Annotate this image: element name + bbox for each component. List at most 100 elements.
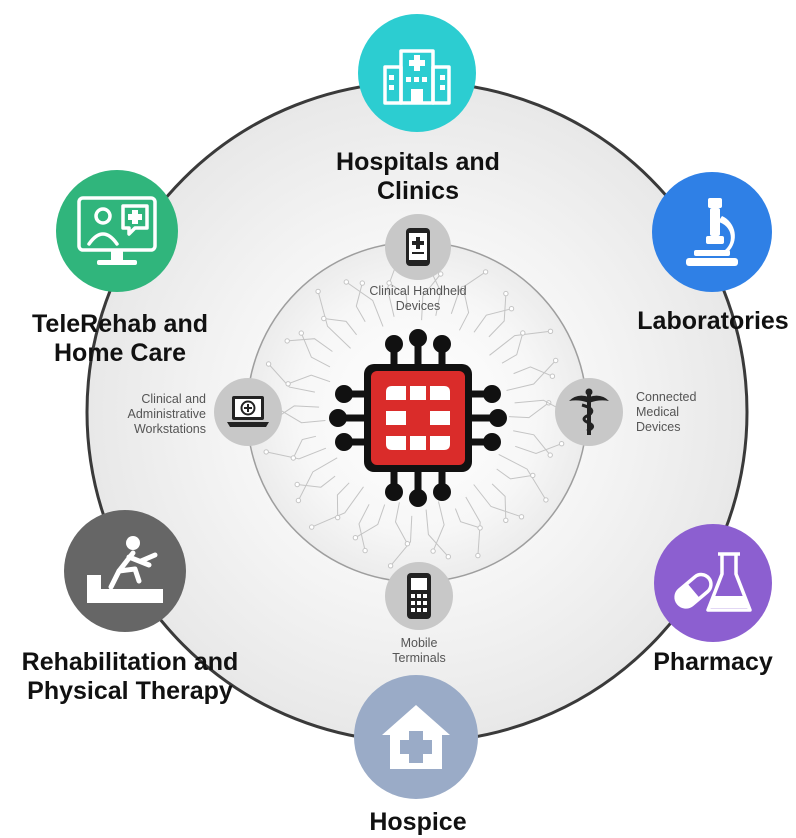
- workstation-node: [214, 378, 282, 446]
- pharmacy-label: Pharmacy: [653, 648, 773, 676]
- laboratories-node: [652, 172, 772, 292]
- circuit-pad: [547, 328, 554, 334]
- microscope-icon: [686, 198, 738, 266]
- circuit-trace: [297, 457, 338, 501]
- circuit-trace: [454, 508, 481, 529]
- circuit-pad: [549, 373, 556, 379]
- circuit-trace: [498, 453, 547, 501]
- circuit-pad: [284, 338, 290, 344]
- circuit-pad: [475, 552, 481, 559]
- handheld-node: [385, 214, 451, 280]
- circuit-pad: [386, 280, 392, 286]
- circuit-pad: [445, 554, 451, 560]
- circuit-trace: [323, 318, 357, 336]
- circuit-trace: [276, 407, 326, 424]
- circuit-trace: [458, 288, 470, 331]
- circuit-trace: [287, 374, 331, 385]
- circuit-pad: [520, 330, 526, 336]
- hospice-label: Hospice: [369, 808, 467, 836]
- circuit-pad: [438, 271, 444, 277]
- circuit-pad: [343, 279, 349, 285]
- circuit-trace: [465, 496, 481, 556]
- circuit-trace: [355, 504, 386, 539]
- circuit-trace: [506, 360, 557, 391]
- circuit-trace: [268, 363, 315, 393]
- laboratories-label: Laboratories: [637, 307, 789, 335]
- circuit-pad: [482, 269, 489, 275]
- circuit-trace: [473, 308, 512, 333]
- circuit-pad: [553, 357, 559, 364]
- circuit-pad: [285, 381, 291, 387]
- circuit-pad: [558, 441, 565, 447]
- pill-flask-icon: [674, 552, 752, 612]
- medical-devices-node: [555, 378, 623, 446]
- circuit-trace: [317, 291, 351, 349]
- circuit-trace: [513, 366, 553, 377]
- hospitals-node: [358, 14, 476, 132]
- circuit-pad: [530, 472, 536, 479]
- circuit-trace: [358, 504, 370, 551]
- caduceus-icon: [569, 388, 609, 435]
- circuit-trace: [508, 402, 549, 419]
- circuit-trace: [394, 502, 408, 544]
- circuit-trace: [297, 475, 336, 488]
- circuit-trace: [311, 486, 364, 528]
- circuit-trace: [336, 482, 350, 518]
- circuit-pad: [460, 285, 466, 292]
- circuit-pad: [295, 497, 302, 504]
- circuit-trace: [515, 443, 562, 455]
- circuit-trace: [355, 282, 366, 323]
- circuit-trace: [488, 293, 507, 338]
- circuit-pad: [294, 481, 300, 488]
- circuit-pad: [518, 514, 525, 520]
- circuit-pad: [263, 449, 269, 455]
- mobile-terminal-icon: [407, 573, 431, 619]
- circuit-trace: [390, 515, 413, 567]
- circuit-pad: [503, 517, 509, 523]
- circuit-trace: [432, 501, 445, 552]
- physical-therapy-icon: [87, 536, 163, 603]
- circuit-pad: [477, 525, 483, 531]
- house-cross-icon: [382, 705, 450, 769]
- circuit-trace: [450, 271, 486, 314]
- fortinet-chip-icon: [329, 329, 507, 507]
- circuit-pad: [265, 361, 272, 367]
- circuit-trace: [292, 435, 317, 459]
- hospice-node: [354, 675, 478, 799]
- circuit-pad: [352, 535, 359, 541]
- circuit-pad: [309, 524, 315, 530]
- circuit-pad: [335, 514, 341, 521]
- circuit-pad: [387, 563, 394, 569]
- circuit-trace: [346, 281, 384, 327]
- circuit-pad: [543, 497, 549, 503]
- circuit-trace: [425, 509, 449, 558]
- circuit-pad: [404, 541, 411, 547]
- circuit-trace: [287, 338, 333, 352]
- circuit-traces: [263, 254, 576, 569]
- circuit-trace: [421, 273, 442, 321]
- circuit-trace: [489, 330, 551, 356]
- circuit-trace: [496, 468, 533, 480]
- telerehab-node: [56, 170, 178, 292]
- circuit-pad: [503, 290, 509, 297]
- circuit-pad: [362, 547, 368, 554]
- circuit-trace: [501, 332, 524, 364]
- circuit-trace: [473, 484, 522, 518]
- circuit-trace: [300, 332, 331, 368]
- circuit-pad: [321, 315, 327, 322]
- handheld-device-icon: [406, 228, 430, 266]
- circuit-pad: [547, 452, 553, 458]
- circuit-pad: [290, 455, 296, 461]
- circuit-pad: [430, 548, 436, 554]
- circuit-trace: [513, 430, 551, 456]
- pharmacy-node: [654, 524, 772, 642]
- circuit-pad: [508, 306, 515, 312]
- circuit-pad: [298, 330, 304, 336]
